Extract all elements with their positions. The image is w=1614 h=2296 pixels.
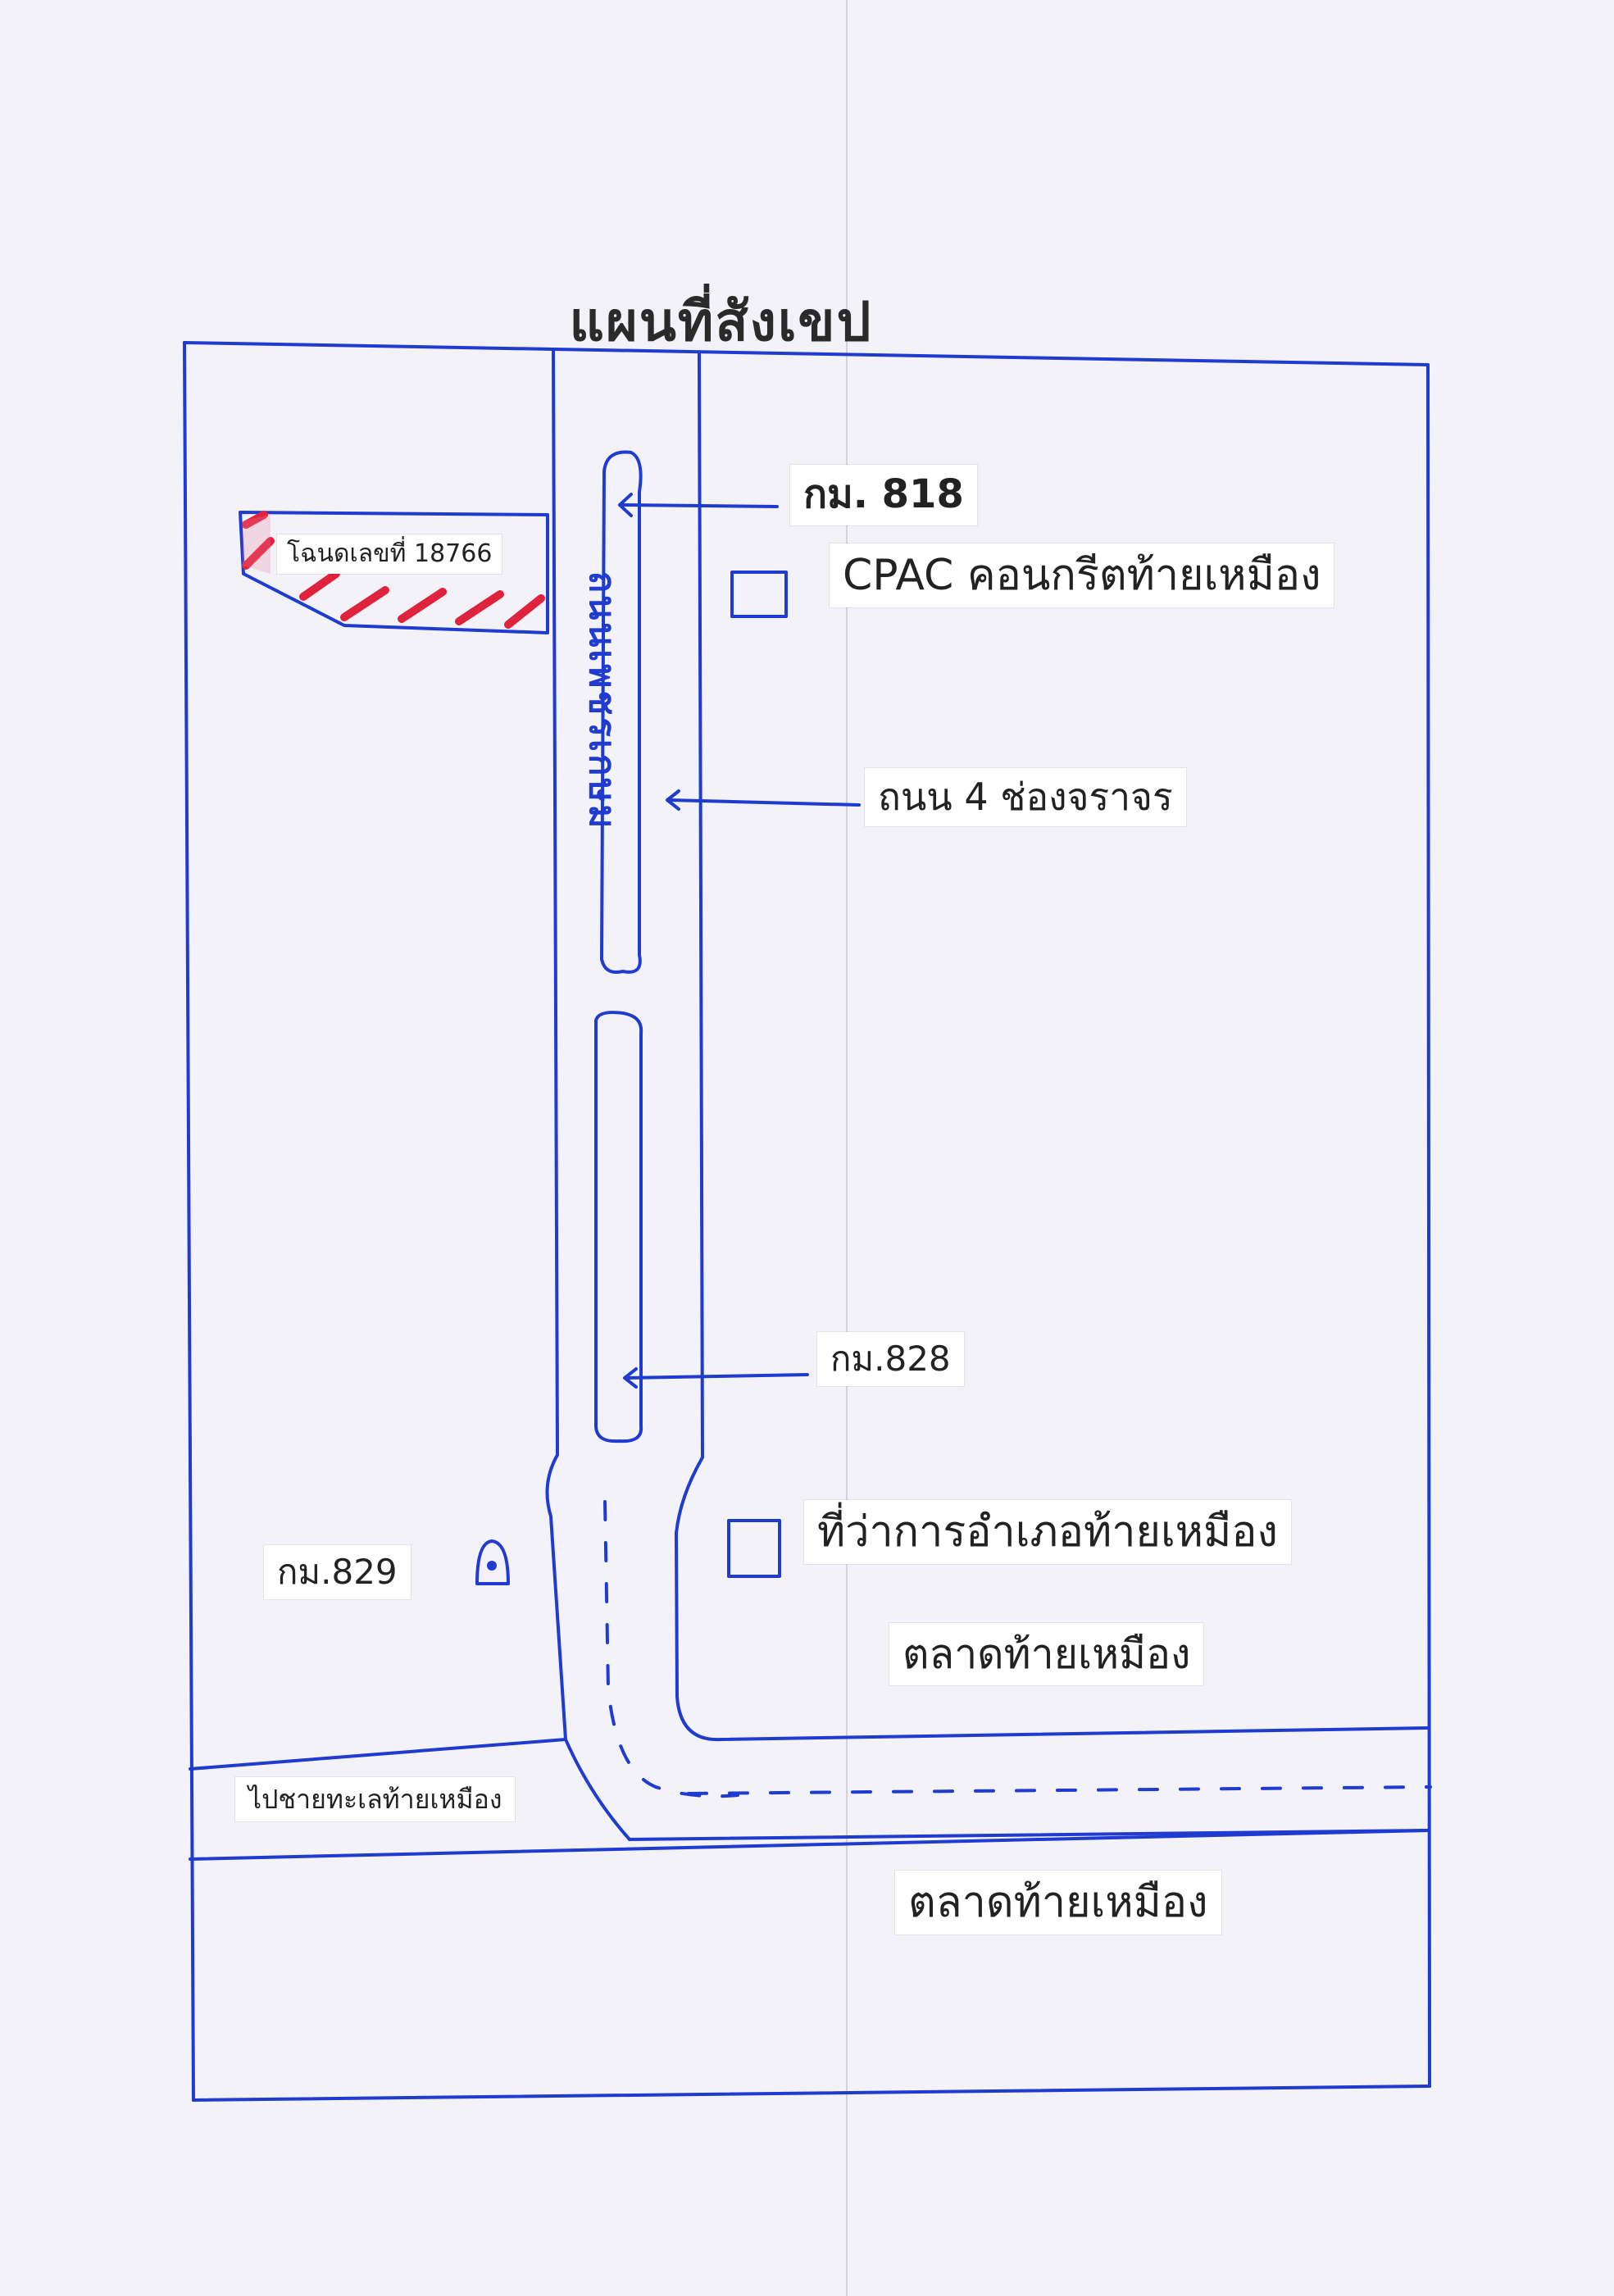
cpac-marker — [730, 571, 788, 618]
km829-milestone — [475, 1539, 510, 1585]
frame-left — [183, 341, 195, 2102]
label-to-beach: ไปชายทะเลท้ายเหมือง — [235, 1777, 516, 1822]
cross-road-curve — [564, 1738, 631, 1841]
label-deed: โฉนดเลขที่ 18766 — [277, 534, 502, 574]
label-market-upper: ตลาดท้ายเหมือง — [889, 1623, 1204, 1685]
label-road-4-lane: ถนน 4 ช่องจราจร — [865, 768, 1186, 827]
cross-road-south — [189, 1829, 1430, 1861]
lane-divider-south — [603, 1500, 739, 1798]
map-title: แผนที่สังเขป — [569, 290, 873, 353]
road-name-handwritten: ถนนเพชรเกษม — [581, 571, 623, 831]
road-right-edge — [675, 352, 1430, 1742]
road-left-edge — [545, 348, 567, 1741]
paper-fold-line — [846, 0, 848, 2296]
cross-road-north — [189, 1738, 567, 1771]
label-km818: กม. 818 — [790, 465, 977, 525]
arrow-km828 — [625, 1373, 809, 1380]
median-north — [600, 450, 643, 974]
arrow-road-4-lane — [667, 798, 861, 807]
label-cpac: CPAC คอนกรีตท้ายเหมือง — [830, 543, 1334, 608]
median-south — [594, 1011, 643, 1444]
frame-right — [1426, 363, 1431, 2088]
label-km828: กม.828 — [817, 1332, 964, 1387]
frame-top — [183, 341, 1430, 366]
label-district-office: ที่ว่าการอำเภอท้ายเหมือง — [804, 1500, 1291, 1565]
label-km829: กม.829 — [264, 1545, 411, 1600]
cross-road-east-lower — [628, 1829, 1430, 1841]
lane-divider-east — [687, 1785, 1432, 1795]
label-market-lower: ตลาดท้ายเหมือง — [895, 1871, 1221, 1935]
arrow-km818 — [620, 503, 779, 508]
frame-bottom — [192, 2085, 1431, 2102]
district-office-marker — [727, 1519, 781, 1578]
